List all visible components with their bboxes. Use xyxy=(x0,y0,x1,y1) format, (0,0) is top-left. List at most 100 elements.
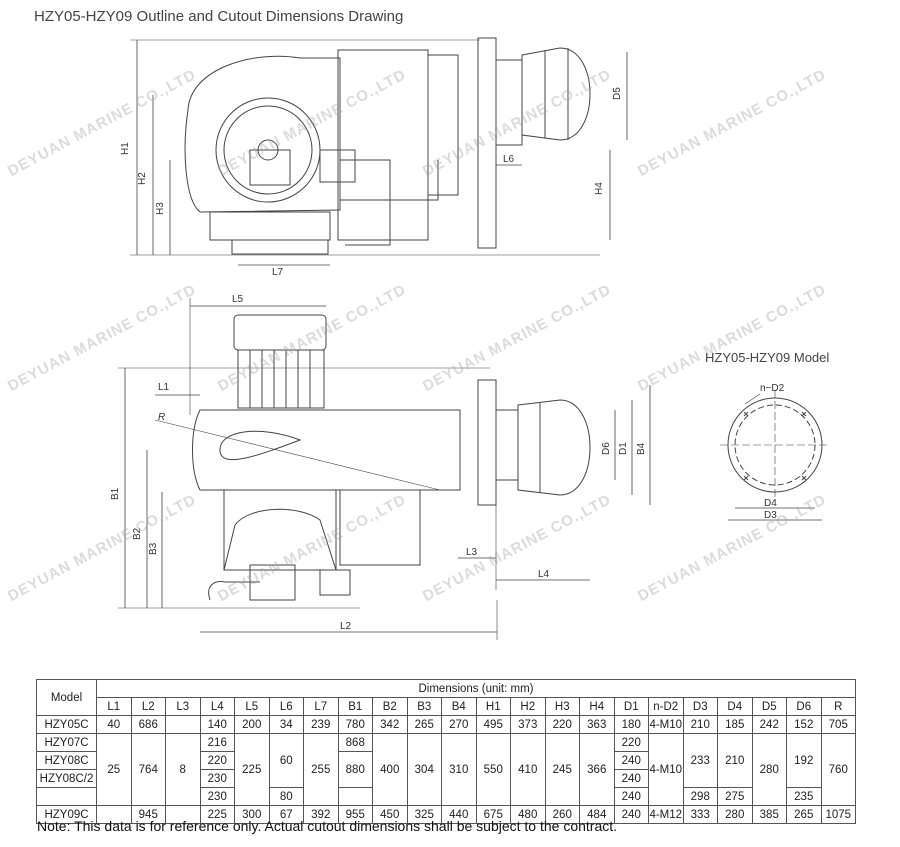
column-header: H4 xyxy=(579,697,615,716)
model-cell xyxy=(36,787,97,806)
label-B4: B4 xyxy=(636,442,647,455)
cell-D1: 240 xyxy=(613,769,649,788)
cell-D6: 192 xyxy=(786,733,822,788)
cell-B3: 304 xyxy=(406,733,442,806)
label-L2: L2 xyxy=(340,621,352,632)
model-cell: HZY08C/2 xyxy=(36,769,97,788)
cell-nD2: 4-M10 xyxy=(648,715,684,734)
column-header: R xyxy=(820,697,856,716)
cell-H1: 550 xyxy=(475,733,511,806)
column-header: D5 xyxy=(751,697,787,716)
cell-D1: 220 xyxy=(613,733,649,752)
cell-D5: 280 xyxy=(751,733,787,806)
cell-D1: 180 xyxy=(613,715,649,734)
table-row: HZY05C 40 686 140 200 34 239 780 342 265… xyxy=(36,715,856,734)
top-body xyxy=(192,409,461,491)
outline-drawing: H1 H2 H3 H4 D5 L7 L6 L5 L1 R B1 B2 B3 D6… xyxy=(110,37,830,640)
column-header: L7 xyxy=(303,697,339,716)
table-row: HZY09C 945 225 300 67 392 955 450 325 44… xyxy=(36,805,856,824)
cell-L1: 25 xyxy=(96,733,132,806)
column-header: H3 xyxy=(544,697,580,716)
cell-D4: 185 xyxy=(717,715,753,734)
cell-H4: 484 xyxy=(579,805,615,824)
label-nD2: n−D2 xyxy=(760,383,785,394)
cell-R: 705 xyxy=(820,715,856,734)
dimensions-table: Model Dimensions (unit: mm) L1 L2 L3 L4 … xyxy=(36,679,856,824)
label-B3: B3 xyxy=(148,542,159,555)
model-cell: HZY07C xyxy=(36,733,97,752)
cell-L4: 220 xyxy=(199,751,235,770)
cell-L3: 8 xyxy=(165,733,201,806)
label-H2: H2 xyxy=(137,172,148,185)
cell-H4: 366 xyxy=(579,733,615,806)
cell-D3: 333 xyxy=(682,805,718,824)
cell-H2: 480 xyxy=(510,805,546,824)
cell-L7: 239 xyxy=(303,715,339,734)
table-row: HZY07C 25 764 8 216 225 60 255 868 400 3… xyxy=(36,733,856,806)
label-H4: H4 xyxy=(594,182,605,195)
cell-D3: 210 xyxy=(682,715,718,734)
cell-nD2: 4-M10 xyxy=(648,733,684,806)
cell-H4: 363 xyxy=(579,715,615,734)
cell-L4: 225 xyxy=(199,805,235,824)
cell-L4: 230 xyxy=(199,787,235,806)
cell-L6: 34 xyxy=(268,715,304,734)
column-header: n-D2 xyxy=(648,697,684,716)
cell-B4: 310 xyxy=(441,733,477,806)
column-header: B3 xyxy=(406,697,442,716)
cell-D1: 240 xyxy=(613,751,649,770)
cell-L5: 300 xyxy=(234,805,270,824)
label-L3: L3 xyxy=(466,547,478,558)
drawing-title: HZY05-HZY09 Outline and Cutout Dimension… xyxy=(34,8,404,25)
table-header-model: Model xyxy=(36,679,97,716)
cell-B1: 780 xyxy=(337,715,373,734)
cell-D4: 210 xyxy=(717,733,753,788)
cell-B2: 400 xyxy=(372,733,408,806)
label-B2: B2 xyxy=(132,527,143,540)
label-L6: L6 xyxy=(503,154,515,165)
column-header: D1 xyxy=(613,697,649,716)
cell-H3: 220 xyxy=(544,715,580,734)
label-L7: L7 xyxy=(272,267,284,278)
top-flange xyxy=(477,379,497,506)
column-header: B1 xyxy=(337,697,373,716)
label-B1: B1 xyxy=(110,487,121,500)
label-R: R xyxy=(158,412,165,423)
cell-L2: 764 xyxy=(130,733,166,806)
cell-L4: 140 xyxy=(199,715,235,734)
column-header: B2 xyxy=(372,697,408,716)
table-column-headers: L1 L2 L3 L4 L5 L6 L7 B1 B2 B3 B4 H1 H2 H… xyxy=(37,697,856,716)
label-H1: H1 xyxy=(120,142,131,155)
cell-L5: 225 xyxy=(234,733,270,806)
label-D6: D6 xyxy=(601,442,612,455)
cell-B4: 270 xyxy=(441,715,477,734)
cell-B2: 450 xyxy=(372,805,408,824)
cell-L6: 80 xyxy=(268,787,304,806)
cell-B1: 955 xyxy=(337,805,373,824)
model-label: HZY05-HZY09 Model xyxy=(705,350,830,365)
cell-B4: 440 xyxy=(441,805,477,824)
column-header: B4 xyxy=(441,697,477,716)
cell-B2: 342 xyxy=(372,715,408,734)
column-header: D4 xyxy=(717,697,753,716)
label-L5: L5 xyxy=(232,294,244,305)
cell-D6: 235 xyxy=(786,787,822,806)
cell-L7: 255 xyxy=(303,733,339,806)
cell-D3: 233 xyxy=(682,733,718,788)
label-L1: L1 xyxy=(158,382,170,393)
cell-D6: 265 xyxy=(786,805,822,824)
cell-B1 xyxy=(337,787,373,806)
column-header: L4 xyxy=(199,697,235,716)
cell-B1: 868 xyxy=(337,733,373,752)
column-header: L2 xyxy=(130,697,166,716)
model-cell: HZY09C xyxy=(36,805,97,824)
reference-note: Note: This data is for reference only. A… xyxy=(37,818,618,834)
cell-H2: 373 xyxy=(510,715,546,734)
label-D1: D1 xyxy=(618,442,629,455)
cell-L6: 60 xyxy=(268,733,304,788)
cell-H3: 245 xyxy=(544,733,580,806)
label-D4: D4 xyxy=(764,498,777,509)
cell-L4: 230 xyxy=(199,769,235,788)
cell-B3: 265 xyxy=(406,715,442,734)
column-header: L5 xyxy=(234,697,270,716)
